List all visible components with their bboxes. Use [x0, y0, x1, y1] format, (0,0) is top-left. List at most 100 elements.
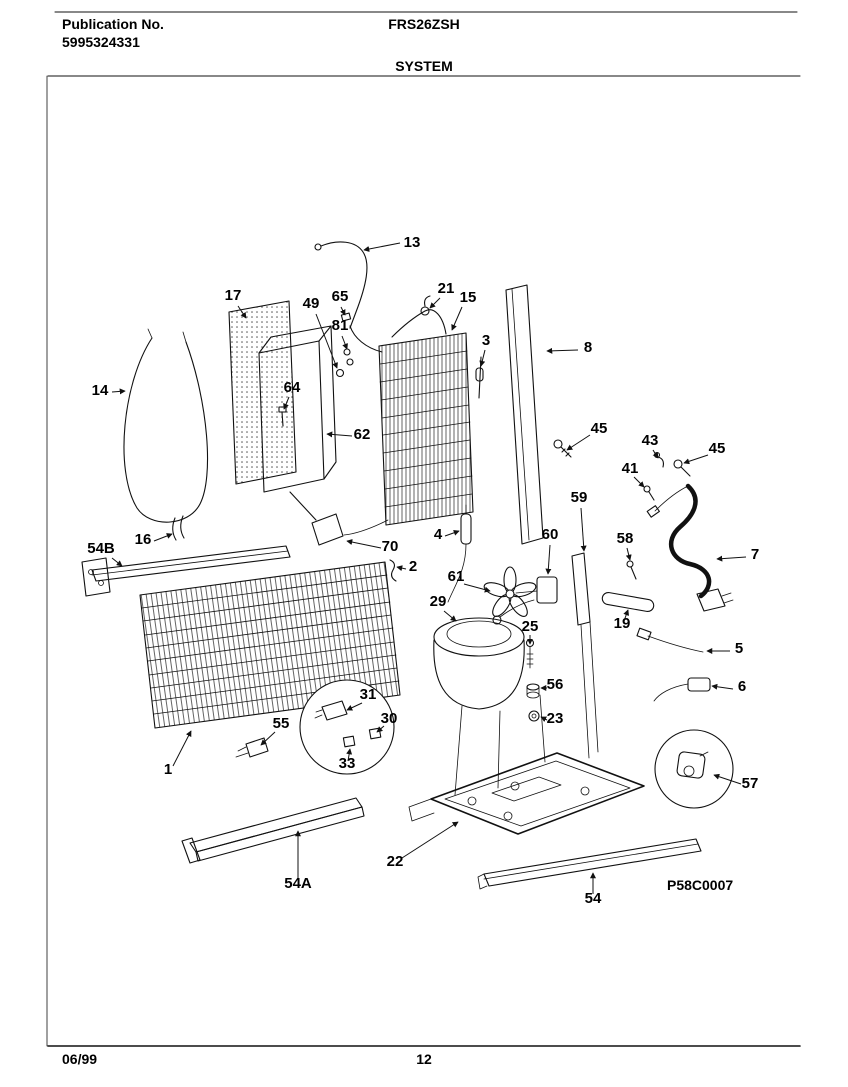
part-power-cord-7	[646, 483, 734, 612]
leader-line-64	[283, 396, 290, 410]
leader-line-65	[339, 306, 346, 316]
leader-line-43	[652, 449, 659, 459]
leader-line-3	[479, 349, 486, 367]
callout-25: 25	[522, 618, 539, 635]
callout-16: 16	[135, 531, 152, 548]
callout-41: 41	[622, 460, 639, 477]
callout-6: 6	[738, 678, 746, 695]
part-fan-blade-61	[483, 566, 537, 617]
page-rules	[46, 11, 801, 1047]
leader-line-29	[443, 610, 457, 622]
leader-line-4	[444, 529, 460, 537]
callout-70: 70	[382, 538, 399, 555]
callout-55: 55	[273, 715, 290, 732]
callout-59: 59	[571, 489, 588, 506]
part-evaporator-cover-62	[258, 325, 337, 493]
part-rail-54	[477, 838, 702, 890]
callout-60: 60	[542, 526, 559, 543]
diagram-artwork	[81, 241, 734, 890]
part-insulation-panel-17	[228, 300, 297, 485]
leader-line-49	[315, 313, 338, 369]
part-drain-pan-22	[408, 752, 645, 835]
part-wire-5	[636, 627, 704, 653]
callout-15: 15	[460, 289, 477, 306]
section-title: SYSTEM	[395, 58, 453, 74]
callout-23: 23	[547, 710, 564, 727]
callout-7: 7	[751, 546, 759, 563]
callout-19: 19	[614, 615, 631, 632]
callout-45: 45	[709, 440, 726, 457]
leader-line-8	[546, 347, 579, 354]
callout-65: 65	[332, 288, 349, 305]
part-fan-motor-60	[515, 576, 558, 604]
part-compressor-29	[433, 599, 546, 796]
leader-line-7	[716, 555, 747, 562]
leader-line-6	[711, 683, 734, 690]
leader-line-62	[326, 431, 353, 438]
callout-17: 17	[225, 287, 242, 304]
part-clip-2	[389, 559, 397, 582]
callout-45: 45	[591, 420, 608, 437]
callout-58: 58	[617, 530, 634, 547]
leader-line-15	[451, 306, 463, 331]
callout-13: 13	[404, 234, 421, 251]
part-motor-bracket-59	[571, 552, 599, 759]
part-grommet-56	[526, 683, 540, 699]
part-plug-6	[653, 677, 711, 702]
part-inlet-valve-21	[349, 295, 447, 353]
callout-14: 14	[92, 382, 109, 399]
part-washer-49	[335, 368, 345, 378]
part-rail-54b	[81, 545, 291, 597]
callout-54: 54	[585, 890, 602, 907]
callout-49: 49	[303, 295, 320, 312]
callout-2: 2	[409, 558, 417, 575]
callout-3: 3	[482, 332, 490, 349]
part-bracket-8	[505, 284, 544, 545]
publication-number: 5995324331	[62, 34, 140, 50]
part-screw-58	[626, 560, 637, 580]
leader-line-2	[396, 565, 407, 572]
callout-5: 5	[735, 640, 743, 657]
leader-line-17	[237, 305, 247, 319]
leader-line-22	[401, 821, 459, 859]
leader-line-31	[346, 702, 363, 711]
callout-43: 43	[642, 432, 659, 449]
callout-8: 8	[584, 339, 592, 356]
part-screw-45-left	[553, 439, 572, 458]
leader-line-54B	[111, 557, 123, 567]
leader-line-33	[346, 748, 353, 762]
callout-29: 29	[430, 593, 447, 610]
leader-line-16	[153, 533, 173, 542]
footer-page-number: 12	[416, 1051, 432, 1067]
leader-line-70	[346, 539, 382, 549]
part-rail-54a	[181, 797, 365, 864]
part-screw-45-right	[673, 459, 691, 477]
detail-bubble-roller-57	[654, 729, 734, 809]
part-clip-16	[172, 515, 185, 541]
detail-bubble-relay	[299, 679, 395, 775]
leader-line-61	[463, 583, 491, 593]
diagram-code: P58C0007	[667, 877, 734, 893]
part-relay-55	[235, 737, 269, 758]
footer-date: 06/99	[62, 1051, 98, 1067]
leader-line-60	[545, 544, 552, 575]
leader-line-30	[376, 725, 385, 733]
callout-64: 64	[284, 379, 301, 396]
callout-31: 31	[360, 686, 377, 703]
part-screw-41	[643, 485, 655, 501]
part-tube-19	[601, 591, 655, 613]
callout-1: 1	[164, 761, 172, 778]
leader-lines	[111, 242, 747, 894]
leader-line-55	[260, 731, 276, 746]
leader-line-58	[625, 547, 632, 561]
callout-81: 81	[332, 317, 349, 334]
publication-label: Publication No.	[62, 16, 164, 32]
callout-21: 21	[438, 280, 455, 297]
part-drier-4	[447, 504, 472, 603]
part-evaporator-15	[378, 332, 474, 526]
callout-61: 61	[448, 568, 465, 585]
leader-line-81	[341, 335, 348, 350]
part-grommet-23	[528, 710, 540, 722]
